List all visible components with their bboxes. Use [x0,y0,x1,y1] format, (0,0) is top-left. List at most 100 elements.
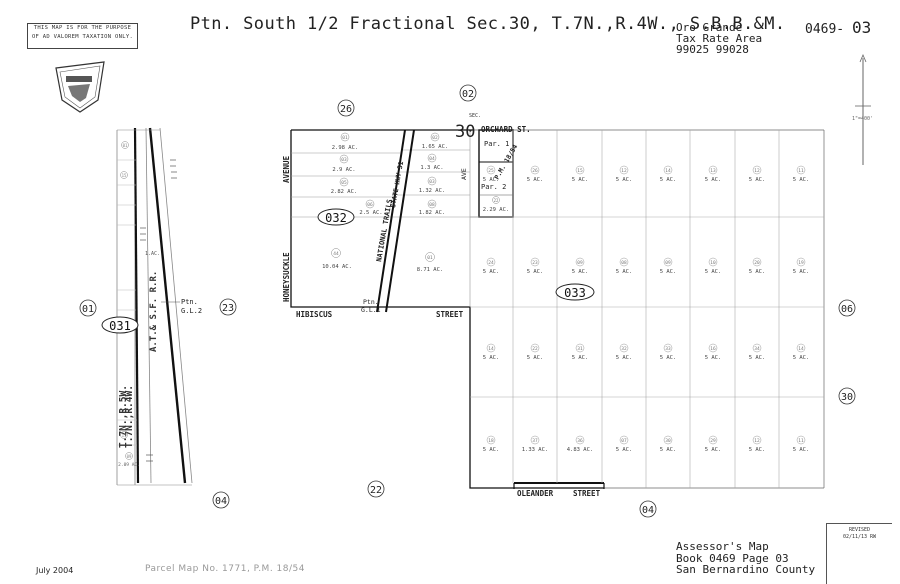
svg-text:2.29 AC.: 2.29 AC. [483,207,510,213]
svg-text:033: 033 [564,286,586,300]
ptn-gl1-label-2: G.L.1 [361,306,381,314]
parcel-033-22: 225 AC. [527,343,543,361]
township-label-west: T.7N.,R.5W. [118,385,129,448]
svg-text:8.71 AC.: 8.71 AC. [417,267,444,273]
svg-text:07: 07 [621,438,627,444]
ptn-gl2-label: Ptn. [181,298,198,306]
parcel-033-30: 305 AC. [660,435,676,453]
svg-text:24: 24 [488,260,494,266]
parcel-032-05: 05 2.82 AC. [331,177,358,195]
svg-text:5 AC.: 5 AC. [660,355,677,361]
svg-text:5 AC.: 5 AC. [483,177,500,183]
revision-box: REVISED 02/11/13 RW [826,523,892,584]
svg-text:1.3 AC.: 1.3 AC. [420,165,443,171]
tax-rate-area: Oro Grande Tax Rate Area 99025 99028 [676,22,762,55]
svg-text:4.83 AC.: 4.83 AC. [567,447,594,453]
ptn-gl2-label-2: G.L.2 [181,307,202,315]
svg-text:33: 33 [665,346,671,352]
svg-text:13: 13 [710,168,716,174]
svg-text:5 AC.: 5 AC. [483,355,500,361]
svg-text:11: 11 [798,168,804,174]
svg-text:5 AC.: 5 AC. [660,269,677,275]
map-scale: 1"=400' [852,116,873,122]
svg-text:02: 02 [432,135,438,141]
svg-text:10.04 AC.: 10.04 AC. [322,264,352,270]
adjacent-page-04-south: 04 [639,500,657,518]
parcel-033-09: 095 AC. [572,257,588,275]
svg-text:5 AC.: 5 AC. [616,177,633,183]
adjacent-page-01: 01 [79,299,97,317]
svg-text:22: 22 [494,198,499,203]
parcel-032-08: 08 1.82 AC. [419,199,446,216]
map-date: July 2004 [36,566,74,575]
parcel-033-29: 295 AC. [705,435,722,453]
parcel-032-02: 02 1.65 AC. [422,132,448,150]
svg-text:5 AC.: 5 AC. [616,269,633,275]
tax-rate-area-line3: 99025 99028 [676,43,749,56]
map-number: 0469- 03 [805,18,871,37]
parcel-033-11: 115 AC. [793,165,809,183]
street-honeysuckle: HONEYSUCKLE [282,252,291,302]
svg-text:22: 22 [532,346,538,352]
ptn-gl1-label: Ptn. [363,298,379,306]
tax-rate-area-line2: Tax Rate Area [676,32,763,45]
railroad-label: A.T.& S.F. R.R. [149,271,159,352]
county-seal-icon [55,61,105,113]
svg-text:09: 09 [127,454,132,459]
adjacent-page-04-west: 04 [212,491,230,509]
parcel-032-22: 22 2.29 AC. [483,196,510,213]
svg-text:5 AC.: 5 AC. [483,269,500,275]
svg-text:06: 06 [841,304,853,315]
map-title: Ptn. South 1/2 Fractional Sec.30, T.7N.,… [190,14,786,34]
taxation-notice-line2: OF AD VALOREM TAXATION ONLY. [31,34,134,40]
svg-text:2.5 AC.: 2.5 AC. [359,210,382,216]
par-1-label: Par. 1 [484,140,509,148]
block-032-oval: 032 [317,208,355,226]
svg-text:5 AC.: 5 AC. [705,269,722,275]
adjacent-page-30: 30 [838,387,856,405]
svg-text:5 AC.: 5 AC. [749,355,766,361]
svg-text:5 AC.: 5 AC. [705,447,722,453]
parcel-033-24: 24 5 AC. [483,257,500,275]
svg-text:36: 36 [577,438,583,444]
svg-text:19: 19 [798,260,804,266]
svg-text:30: 30 [841,392,853,403]
parcel-map-reference: Parcel Map No. 1771, P.M. 18/54 [145,564,305,574]
svg-text:5 AC.: 5 AC. [749,177,766,183]
block-031-oval: 031 [101,316,139,334]
svg-text:23: 23 [532,260,538,266]
township-label-east: T.7N.,R.4W. [124,385,135,448]
parcel-033-18: 185 AC. [483,435,499,453]
svg-text:31: 31 [577,346,583,352]
assessor-line1: Assessor's Map [676,540,769,553]
street-oleander: OLEANDER [517,489,554,498]
svg-text:5 AC.: 5 AC. [572,355,589,361]
parcel-033-34: 345 AC. [749,343,766,361]
svg-text:5 AC.: 5 AC. [527,269,544,275]
svg-text:03: 03 [341,157,347,163]
parcel-033-20: 205 AC. [749,257,765,275]
svg-text:12: 12 [754,438,760,444]
street-oleander-suffix: STREET [573,489,601,498]
svg-text:01: 01 [342,135,348,141]
parcel-033-32: 325 AC. [616,343,632,361]
section-number: 30 [455,122,475,142]
svg-text:5 AC.: 5 AC. [749,447,766,453]
parcel-032-01: 01 2.98 AC. [332,132,358,151]
svg-text:2.82 AC.: 2.82 AC. [331,189,358,195]
parcel-033-14: 145 AC. [483,343,500,361]
map-number-page: 03 [851,18,872,37]
parcel-032-06: 06 2.5 AC. [359,199,383,216]
parcel-033-33: 33 5 AC. [660,343,677,361]
parcel-033-14: 145 AC. [660,165,677,183]
parcel-033-23: 23 5 AC. [527,257,544,275]
block-031-parcel: 09 2.09 AC. [118,452,140,468]
par-2-label: Par. 2 [481,183,506,191]
svg-text:20: 20 [754,260,760,266]
street-avenue: AVENUE [282,155,291,183]
svg-text:5 AC.: 5 AC. [660,177,677,183]
svg-text:1.82 AC.: 1.82 AC. [419,210,446,216]
svg-text:25: 25 [488,168,494,174]
svg-text:08: 08 [621,260,627,266]
svg-text:01: 01 [427,255,433,261]
